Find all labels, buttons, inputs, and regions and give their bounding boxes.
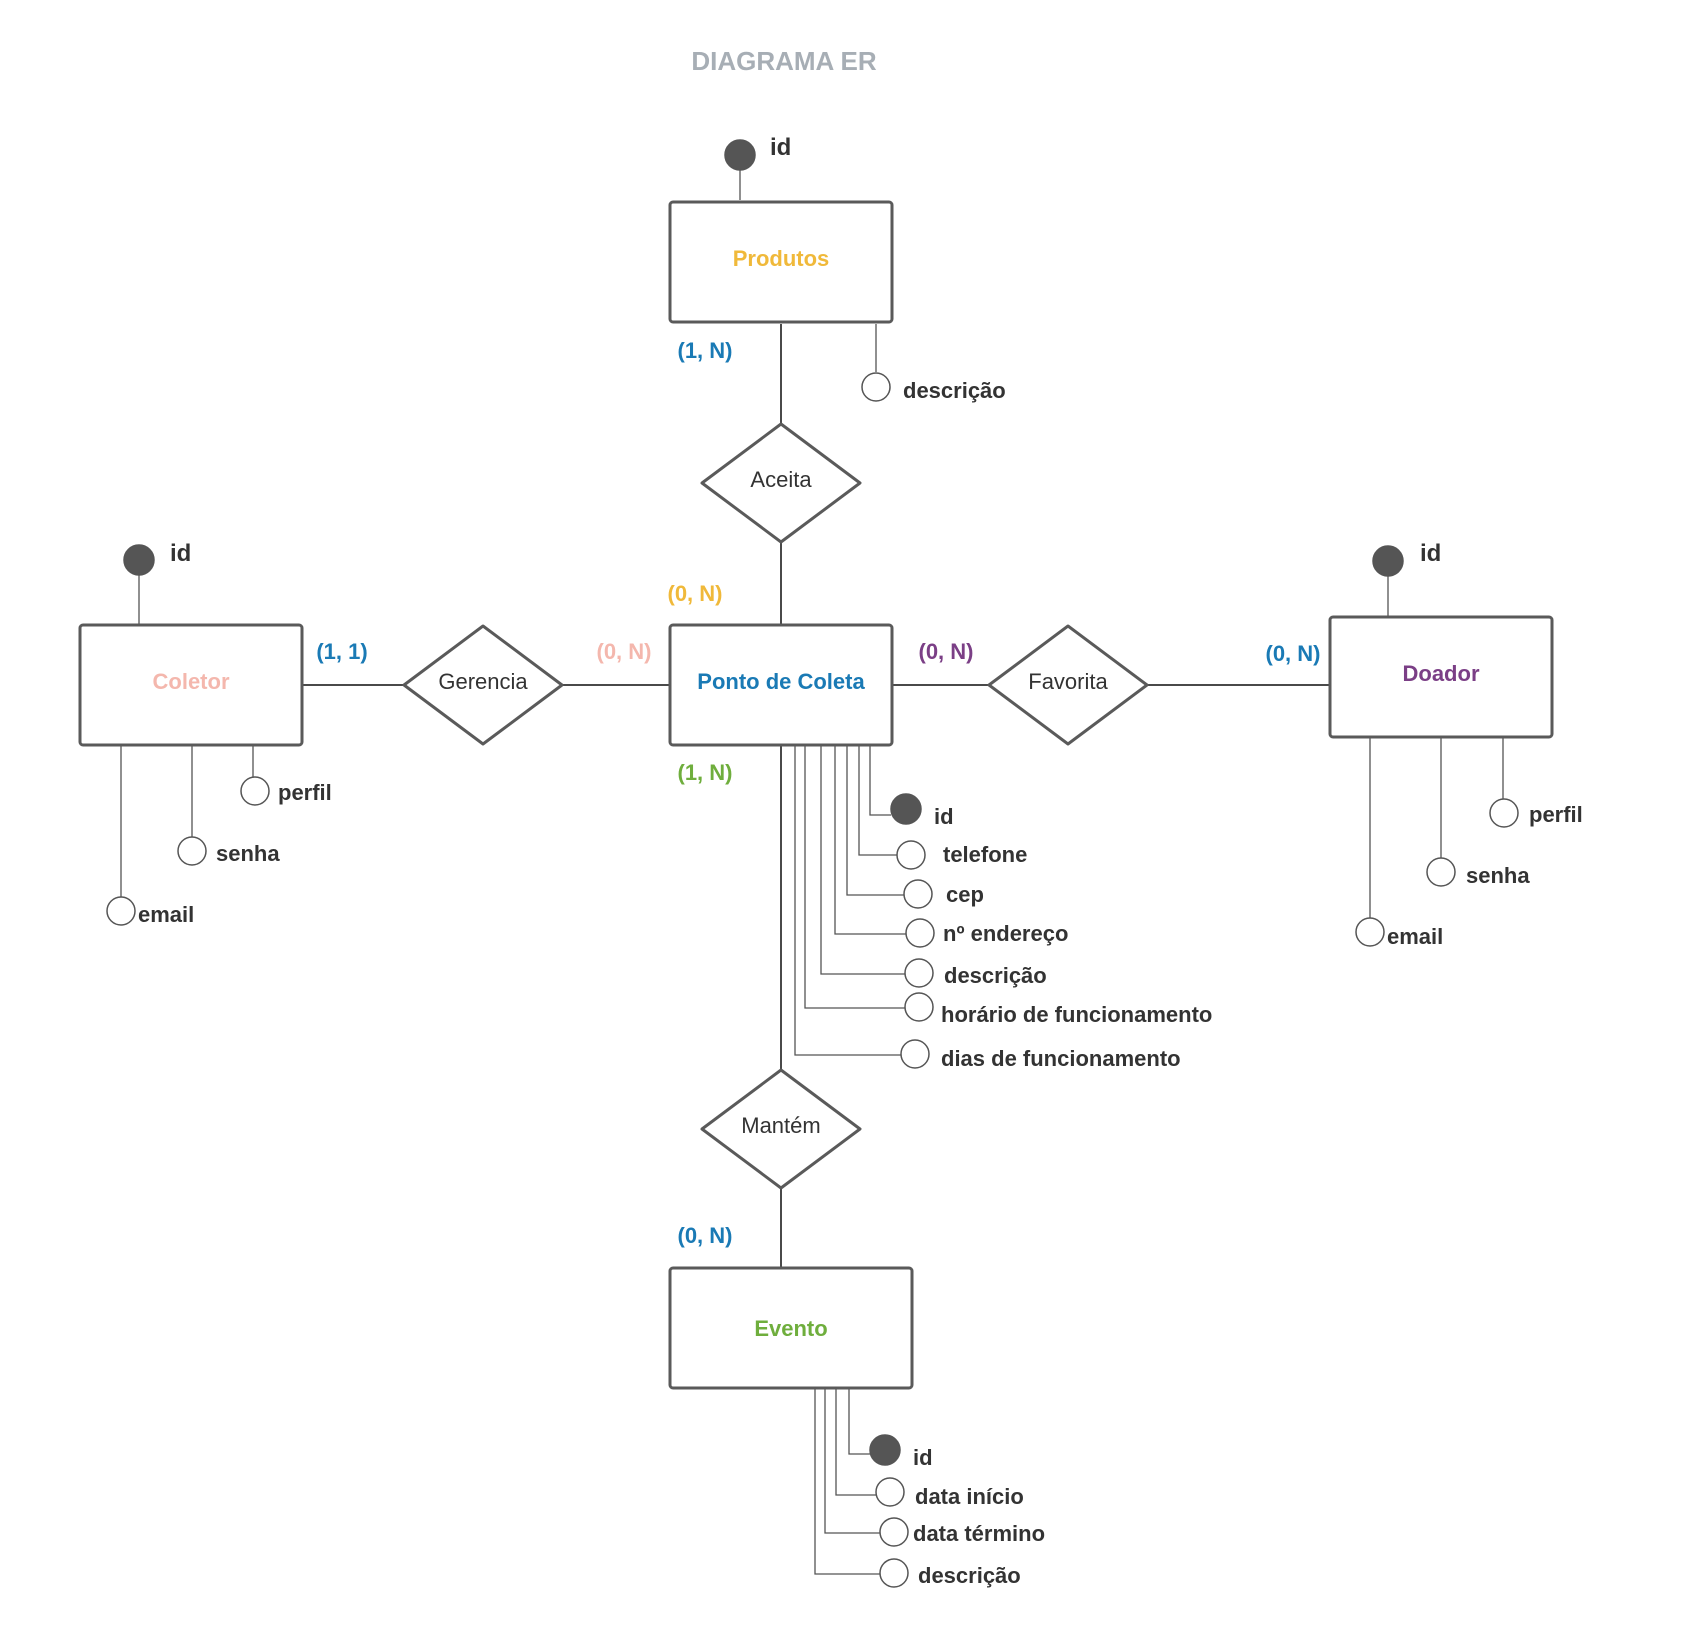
produtos-attributes: id descrição xyxy=(724,134,1006,403)
doador-perfil-label: perfil xyxy=(1529,802,1583,827)
entity-produtos-label: Produtos xyxy=(733,246,830,271)
cardinality-ponto-aceita: (0, N) xyxy=(668,581,723,606)
relationship-aceita-label: Aceita xyxy=(750,467,812,492)
entity-doador[interactable]: Doador xyxy=(1328,615,1554,739)
cardinality-evento-mantem: (0, N) xyxy=(678,1223,733,1248)
evento-attributes: id data início data término descrição xyxy=(814,1388,1045,1588)
relationship-gerencia-label: Gerencia xyxy=(438,669,528,694)
entity-ponto-de-coleta-label: Ponto de Coleta xyxy=(697,669,865,694)
doador-senha-label: senha xyxy=(1466,863,1530,888)
cardinality-ponto-mantem: (1, N) xyxy=(678,760,733,785)
ponto-horario-icon xyxy=(904,992,934,1022)
ponto-horario-label: horário de funcionamento xyxy=(941,1002,1212,1027)
ponto-descricao-label: descrição xyxy=(944,963,1047,988)
entity-evento[interactable]: Evento xyxy=(668,1266,914,1390)
evento-descricao-icon xyxy=(879,1558,909,1588)
ponto-dias-icon xyxy=(900,1039,930,1069)
ponto-dias-label: dias de funcionamento xyxy=(941,1046,1181,1071)
ponto-id-label: id xyxy=(934,804,954,829)
evento-data-inicio-label: data início xyxy=(915,1484,1024,1509)
doador-senha-icon xyxy=(1426,857,1456,887)
evento-id-label: id xyxy=(913,1445,933,1470)
produtos-id-key-icon xyxy=(724,139,756,171)
coletor-email-icon xyxy=(106,896,136,926)
entity-produtos[interactable]: Produtos xyxy=(668,200,894,324)
produtos-id-label: id xyxy=(770,134,791,161)
ponto-id-key-icon xyxy=(890,793,922,825)
coletor-id-label: id xyxy=(170,540,191,567)
entity-doador-label: Doador xyxy=(1403,661,1480,686)
cardinality-ponto-favorita: (0, N) xyxy=(919,639,974,664)
entity-coletor[interactable]: Coletor xyxy=(78,623,304,747)
ponto-attributes: id telefone cep nº endereço descrição ho… xyxy=(794,746,1212,1071)
coletor-attributes: id perfil senha email xyxy=(106,540,332,927)
evento-id-key-icon xyxy=(869,1434,901,1466)
cardinality-doador-favorita: (0, N) xyxy=(1266,641,1321,666)
doador-attributes: id perfil senha email xyxy=(1355,540,1583,949)
ponto-telefone-icon xyxy=(896,840,926,870)
evento-data-termino-icon xyxy=(879,1517,909,1547)
coletor-perfil-icon xyxy=(240,776,270,806)
entity-ponto-de-coleta[interactable]: Ponto de Coleta xyxy=(668,623,894,747)
cardinality-produtos-aceita: (1, N) xyxy=(678,338,733,363)
coletor-email-label: email xyxy=(138,902,194,927)
doador-email-icon xyxy=(1355,917,1385,947)
produtos-descricao-label: descrição xyxy=(903,378,1006,403)
evento-data-inicio-icon xyxy=(875,1477,905,1507)
ponto-descricao-icon xyxy=(904,958,934,988)
relationship-mantem[interactable]: Mantém xyxy=(700,1068,862,1190)
doador-id-label: id xyxy=(1420,540,1441,567)
ponto-telefone-label: telefone xyxy=(943,842,1027,867)
coletor-id-key-icon xyxy=(123,544,155,576)
ponto-cep-label: cep xyxy=(946,882,984,907)
relationship-gerencia[interactable]: Gerencia xyxy=(402,624,564,746)
cardinality-ponto-gerencia: (0, N) xyxy=(597,639,652,664)
relationship-favorita-label: Favorita xyxy=(1028,669,1108,694)
coletor-senha-icon xyxy=(177,836,207,866)
evento-descricao-label: descrição xyxy=(918,1563,1021,1588)
evento-data-termino-label: data término xyxy=(913,1521,1045,1546)
doador-id-key-icon xyxy=(1372,545,1404,577)
ponto-cep-icon xyxy=(903,879,933,909)
coletor-perfil-label: perfil xyxy=(278,780,332,805)
diagram-title: DIAGRAMA ER xyxy=(691,46,877,76)
relationship-mantem-label: Mantém xyxy=(741,1113,820,1138)
doador-perfil-icon xyxy=(1489,798,1519,828)
ponto-numero-endereco-label: nº endereço xyxy=(943,921,1068,946)
relationship-favorita[interactable]: Favorita xyxy=(987,624,1149,746)
entity-evento-label: Evento xyxy=(754,1316,827,1341)
produtos-descricao-icon xyxy=(861,372,891,402)
entity-coletor-label: Coletor xyxy=(153,669,230,694)
coletor-senha-label: senha xyxy=(216,841,280,866)
cardinality-coletor-gerencia: (1, 1) xyxy=(316,639,367,664)
relationship-aceita[interactable]: Aceita xyxy=(700,422,862,544)
ponto-numero-endereco-icon xyxy=(905,918,935,948)
doador-email-label: email xyxy=(1387,924,1443,949)
